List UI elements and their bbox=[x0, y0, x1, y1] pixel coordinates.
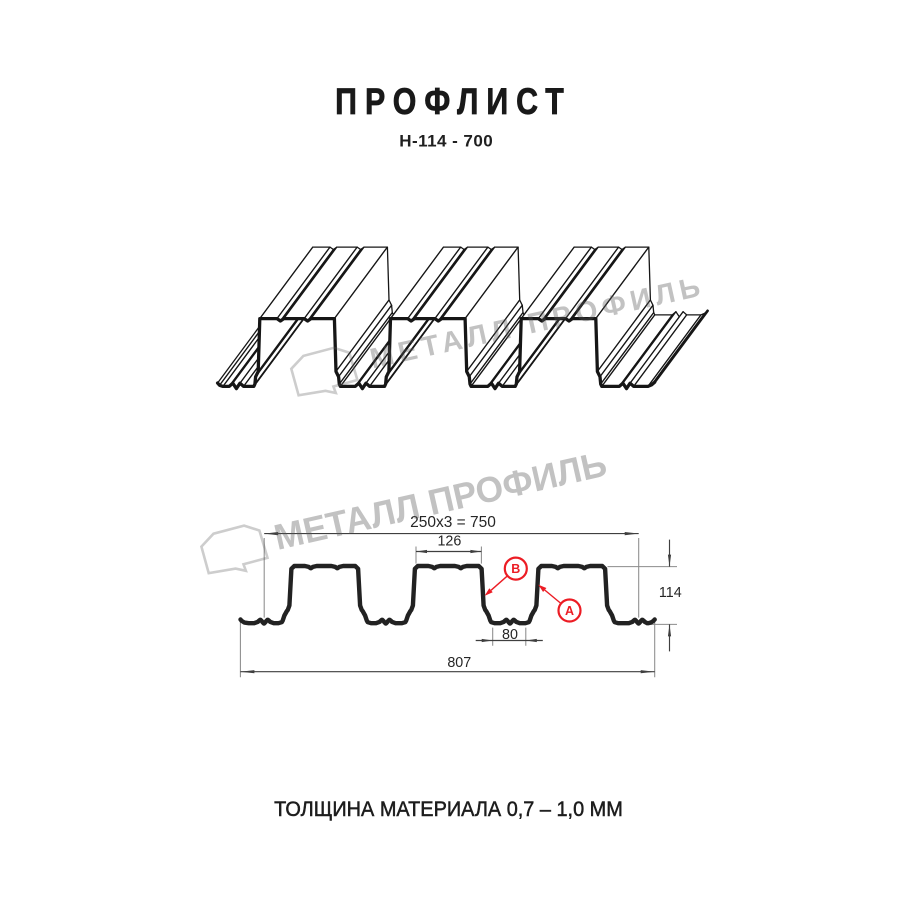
dimension-lines bbox=[240, 533, 671, 673]
dim-rib-top-width: 126 bbox=[437, 534, 461, 550]
sheet-surfaces bbox=[216, 246, 709, 390]
marker-B-leader-line bbox=[490, 575, 508, 591]
marker-A-label: А bbox=[565, 604, 574, 618]
marker-A: А bbox=[538, 584, 582, 623]
watermark-lower: МЕТАЛЛ ПРОФИЛЬ bbox=[199, 443, 610, 575]
metall-profil-logo-icon bbox=[289, 346, 360, 397]
marker-B-circle bbox=[503, 556, 528, 581]
marker-A-circle bbox=[557, 598, 582, 623]
sheet-front-profile-edge bbox=[215, 316, 657, 391]
marker-B-arrowhead bbox=[484, 588, 493, 596]
isometric-profile-drawing bbox=[215, 246, 709, 391]
metall-profil-logo-icon bbox=[199, 524, 270, 575]
material-thickness-note: ТОЛЩИНА МАТЕРИАЛА 0,7 – 1,0 ММ bbox=[274, 798, 623, 821]
marker-A-leader-line bbox=[544, 589, 562, 605]
sheet-right-cut-edge bbox=[653, 309, 709, 384]
section-profile-outline bbox=[238, 563, 657, 626]
page-title: ПРОФЛИСТ bbox=[335, 81, 564, 123]
dim-modules: 250x3 = 750 bbox=[410, 514, 496, 531]
dim-valley-width: 80 bbox=[502, 627, 518, 643]
marker-B-label: В bbox=[511, 562, 520, 576]
marker-A-arrowhead bbox=[538, 584, 547, 592]
marker-B: В bbox=[484, 556, 528, 596]
cross-section-drawing: 250x3 = 750 126 114 80 807 В А bbox=[238, 514, 682, 678]
extension-lines bbox=[239, 538, 677, 678]
dim-height: 114 bbox=[659, 585, 682, 601]
dim-overall-width: 807 bbox=[447, 655, 471, 671]
page-subtitle: Н-114 - 700 bbox=[399, 132, 492, 151]
